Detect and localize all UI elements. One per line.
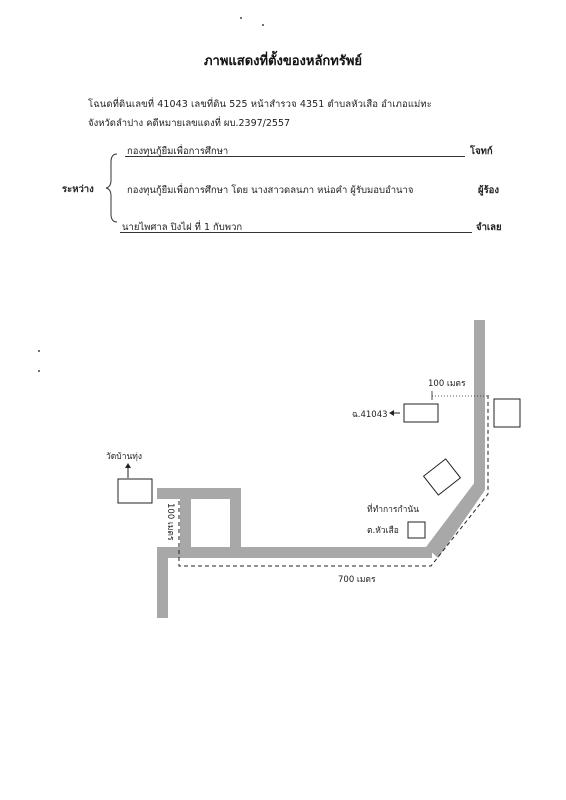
plot-label: ฉ.41043 [352, 410, 388, 420]
curly-brace [105, 153, 118, 223]
distance-700-label: 700 เมตร [338, 575, 376, 585]
temple-label: วัดบ้านทุ่ง [106, 451, 142, 462]
petitioner-name: กองทุนกู้ยืมเพื่อการศึกษา โดย นางสาวดลนภ… [127, 185, 414, 196]
plaintiff-underline [125, 156, 465, 157]
branch-road-left [180, 498, 191, 550]
plot-arrow-head [389, 410, 394, 416]
office-label-line2: ต.หัวเสือ [367, 525, 399, 536]
diagonal-road [426, 482, 485, 558]
between-label: ระหว่าง [62, 184, 94, 195]
case-info-line: จังหวัดลำปาง คดีหมายเลขแดงที่ ผบ.2397/25… [88, 118, 291, 129]
road-network [157, 320, 485, 618]
building-east [493, 398, 521, 428]
scan-speck [240, 17, 242, 19]
defendant-role: จำเลย [476, 222, 502, 233]
temple-box [117, 478, 153, 504]
building-rotated [422, 458, 462, 496]
plaintiff-name: กองทุนกู้ยืมเพื่อการศึกษา [127, 146, 229, 157]
defendant-name: นายไพศาล ปิงไฝ ที่ 1 กับพวก [122, 222, 243, 233]
office-box [407, 521, 426, 539]
main-road [157, 547, 432, 558]
route-dashed-line [178, 395, 489, 567]
plaintiff-role: โจทก์ [470, 146, 493, 157]
left-road-south [157, 558, 168, 618]
temple-arrow-head [125, 463, 131, 468]
document-title: ภาพแสดงที่ตั้งของหลักทรัพย์ [203, 54, 363, 69]
distance-100-left-label: 100 เมตร [165, 503, 175, 541]
right-road-north [474, 320, 485, 490]
office-label-line1: ที่ทำการกำนัน [367, 503, 419, 515]
defendant-underline [120, 232, 472, 233]
plot-box [403, 403, 439, 423]
petitioner-role: ผู้ร้อง [478, 185, 500, 196]
distance-100-top-label: 100 เมตร [428, 379, 466, 389]
scan-speck [38, 350, 40, 352]
branch-road-right [230, 498, 241, 550]
scan-speck [262, 24, 264, 26]
scan-speck [38, 370, 40, 372]
branch-road-top [157, 488, 241, 499]
deed-info-line: โฉนดที่ดินเลขที่ 41043 เลขที่ดิน 525 หน้… [88, 99, 432, 110]
